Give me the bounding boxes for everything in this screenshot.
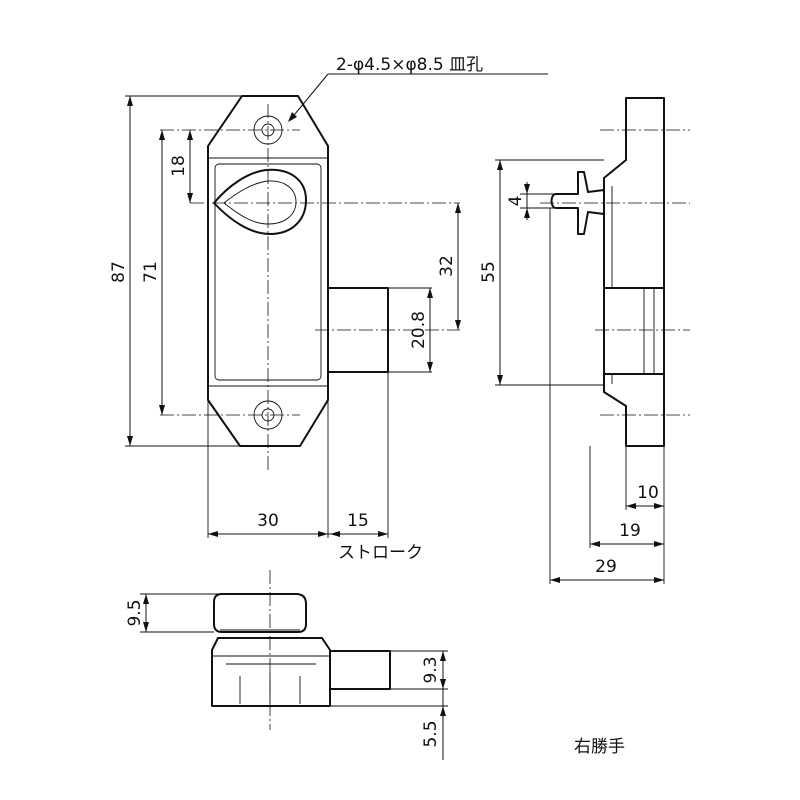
front-view: [125, 95, 460, 538]
bottom-view: [140, 570, 448, 730]
side-plate: [603, 97, 665, 447]
dim-side-19: 19: [619, 521, 641, 541]
bottom-dimensions: [143, 594, 446, 760]
dim-top-to-slot: 18: [169, 155, 189, 177]
stroke-label: ストローク: [338, 543, 423, 563]
dim-stroke-length: 15: [347, 511, 369, 531]
front-bolt: [325, 287, 389, 373]
side-view: [495, 97, 690, 584]
dim-bottom-bolt: 9.3: [421, 656, 441, 683]
dim-hole-pitch: 71: [141, 261, 161, 283]
dim-body-width: 30: [257, 511, 279, 531]
front-knob: [213, 168, 307, 235]
front-dimensions: [127, 73, 548, 537]
dim-knob-height: 4: [506, 196, 526, 207]
dim-slot-to-bolt: 32: [437, 255, 457, 277]
bottom-body: [211, 637, 331, 707]
dim-bottom-top: 9.5: [125, 599, 145, 626]
side-knob: [550, 171, 605, 235]
side-dimensions: [497, 160, 664, 583]
dim-overall-height: 87: [109, 261, 129, 283]
dim-side-10: 10: [637, 483, 659, 503]
bottom-bolt: [329, 650, 391, 690]
dim-bottom-base: 5.5: [421, 720, 441, 747]
bottom-knob: [213, 593, 307, 633]
hole-spec-label: 2-φ4.5×φ8.5 皿孔: [336, 55, 483, 75]
dim-side-29: 29: [595, 557, 617, 577]
dim-bolt-height: 20.8: [409, 311, 429, 349]
hand-label: 右勝手: [574, 737, 625, 757]
dim-side-pitch: 55: [479, 261, 499, 283]
side-bolt-block: [603, 287, 665, 375]
